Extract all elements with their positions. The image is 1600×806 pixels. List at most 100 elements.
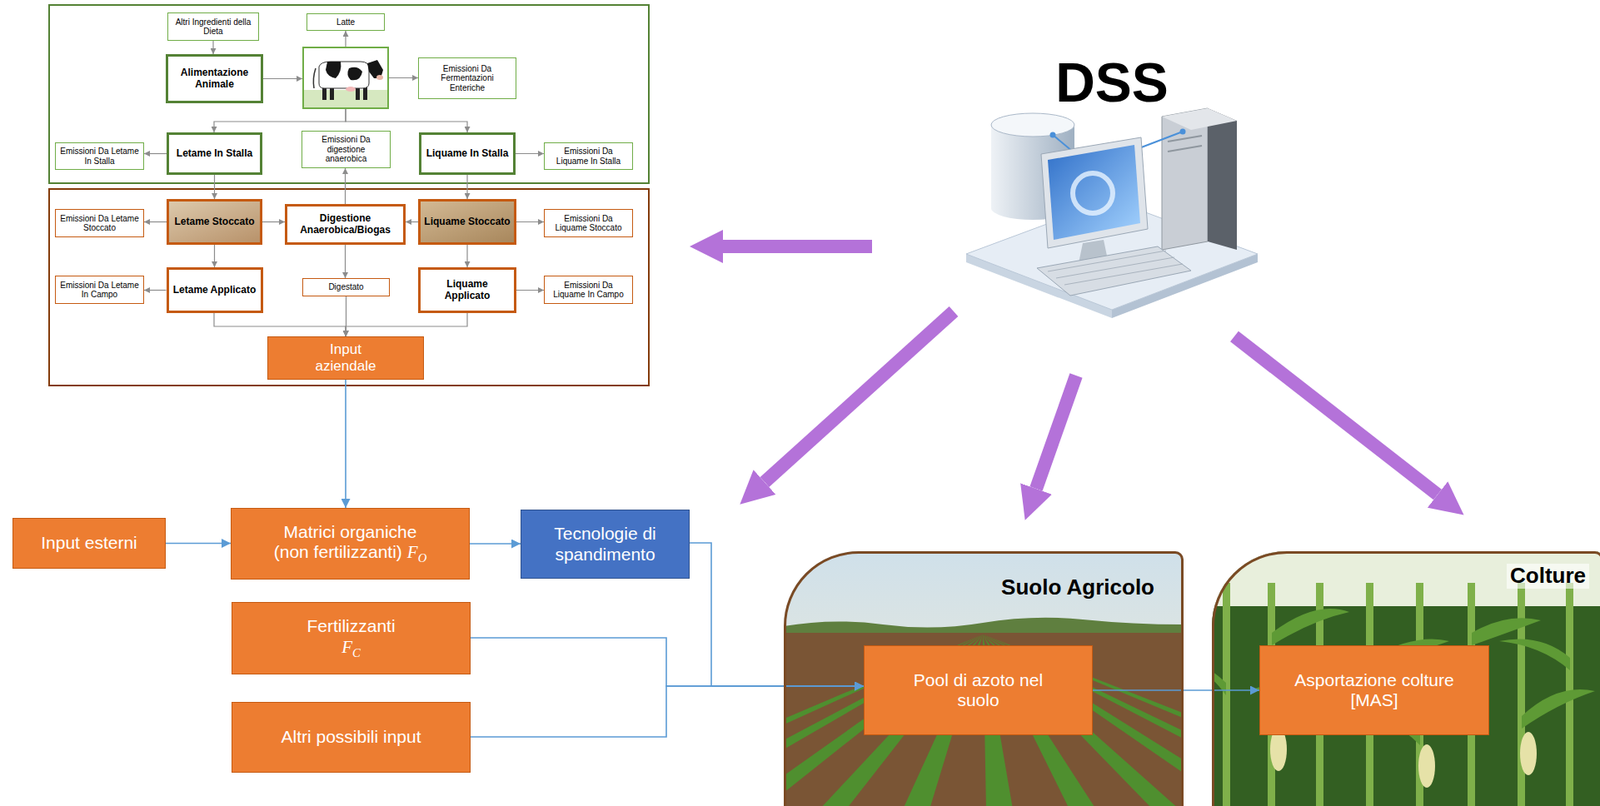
- stage-box: Letame Stoccato: [166, 199, 263, 245]
- cow-picture: [319, 61, 369, 89]
- flow-box: Emissioni Da Letame In Stalla: [54, 142, 145, 170]
- computer-illustration: [1050, 132, 1057, 139]
- connector: [214, 244, 215, 268]
- connector: [214, 174, 215, 200]
- input-box: Input aziendale: [267, 336, 424, 380]
- connector: [470, 686, 864, 738]
- process-box: Matrici organiche (non fertilizzanti)FO: [230, 508, 470, 580]
- node-text: F: [341, 637, 353, 658]
- node-text: Letame Stoccato: [174, 215, 255, 228]
- node-text: Tecnologie di spandimento: [553, 523, 657, 564]
- text-group: Input esterni: [29, 531, 150, 555]
- crop-picture: [1222, 583, 1231, 806]
- heading-label: DSS: [1055, 54, 1169, 110]
- text-group: Emissioni Da Liquame In Stalla: [544, 144, 633, 168]
- connector: [165, 543, 231, 545]
- connector: [466, 174, 468, 200]
- stage-box: Letame In Stalla: [166, 132, 263, 175]
- node-text: Input aziendale: [315, 341, 377, 374]
- connector: [469, 543, 521, 545]
- crop-picture: [1521, 689, 1596, 729]
- connector: [345, 313, 468, 337]
- node-text: O: [418, 551, 428, 565]
- node-text: Input esterni: [40, 533, 138, 553]
- connector: [214, 109, 346, 133]
- connector: [345, 109, 468, 133]
- node-text: Digestato: [328, 282, 364, 292]
- stage-box: Letame Applicato: [166, 267, 264, 314]
- computer-illustration: [991, 113, 1075, 137]
- node-text: Emissioni Da digestione anaerobica: [321, 134, 370, 164]
- node-text: Liquame Stoccato: [423, 215, 510, 228]
- node-text: Altri Ingredienti della Dieta: [175, 17, 252, 37]
- stage-box: Alimentazione Animale: [165, 54, 264, 104]
- connector: [466, 244, 468, 268]
- computer-illustration: [1161, 108, 1237, 130]
- technology-box: Tecnologie di spandimento: [520, 509, 690, 579]
- node-text: Altri possibili input: [280, 727, 421, 747]
- cow-picture: [304, 48, 388, 108]
- node-text: Emissioni Da Liquame In Stalla: [556, 146, 621, 166]
- text-group: Emissioni Da Letame Stoccato: [55, 212, 144, 235]
- node-text: Liquame Applicato: [444, 278, 491, 302]
- node-text: Alimentazione Animale: [180, 66, 249, 90]
- process-box: FertilizzantiFC: [231, 602, 471, 675]
- connector: [263, 78, 303, 80]
- cow-picture: [325, 61, 341, 79]
- stage-box: Liquame Stoccato: [418, 199, 517, 245]
- computer-illustration: [1064, 264, 1183, 285]
- crop-picture: [1499, 639, 1571, 672]
- node-text: Colture: [1510, 563, 1586, 589]
- flow-box: Digestato: [302, 278, 390, 297]
- field-picture: [783, 633, 1184, 806]
- cow-picture: [376, 74, 384, 80]
- text-group: Liquame In Stalla: [423, 146, 513, 162]
- cow-picture: [345, 86, 356, 92]
- node-text: Emissioni Da Liquame In Campo: [553, 280, 624, 300]
- node-text: F: [407, 542, 419, 563]
- node-text: Fertilizzanti: [306, 616, 395, 637]
- connector: [344, 30, 346, 47]
- node-text: C: [352, 646, 361, 660]
- connector: [344, 168, 346, 205]
- computer-illustration: [1047, 144, 1141, 240]
- crop-picture: [1271, 608, 1350, 646]
- dss-arrow: [1036, 375, 1077, 489]
- connector-group: [144, 30, 1260, 738]
- computer-illustration: [1056, 257, 1175, 279]
- node-text: Matrici organiche (non fertilizzanti): [274, 522, 418, 562]
- text-group: Pool di azoto nel suolo: [864, 668, 1092, 713]
- node-text: Emissioni Da Letame In Stalla: [59, 146, 139, 166]
- text-group: Latte: [333, 15, 359, 30]
- text-group: Liquame Applicato: [420, 277, 514, 305]
- text-group: Asportazione colture [MAS]: [1260, 668, 1489, 713]
- connector: [388, 77, 419, 79]
- text-group: Colture: [1506, 563, 1590, 589]
- text-group: Suolo Agricolo: [997, 575, 1158, 601]
- flow-box: Emissioni Da Liquame In Campo: [543, 275, 634, 305]
- image-panel: Suolo AgricoloPool di azoto nel suolo: [783, 551, 1184, 806]
- crop-picture: [1418, 744, 1436, 788]
- dss-arrow: [764, 311, 954, 483]
- connector: [405, 221, 419, 223]
- field-picture: [783, 551, 1184, 806]
- crop-picture: [1520, 732, 1537, 776]
- process-box: Input esterni: [12, 518, 166, 569]
- dss-arrow: [722, 239, 873, 254]
- cow-picture: [313, 68, 316, 89]
- stage-box: Digestione Anaerobica/Biogas: [284, 204, 406, 245]
- node-text: Digestione Anaerobica/Biogas: [299, 212, 391, 236]
- stage-box: Liquame Applicato: [418, 267, 517, 314]
- text-group: Emissioni Da digestione anaerobica: [302, 133, 390, 166]
- computer-illustration: [1167, 145, 1202, 152]
- node-text: Latte: [336, 17, 355, 27]
- text-group: Emissioni Da Fermentazioni Enteriche: [418, 62, 516, 95]
- flow-box: Emissioni Da digestione anaerobica: [301, 130, 391, 169]
- text-group: Altri possibili input: [269, 725, 433, 749]
- crop-picture: [1211, 551, 1600, 806]
- node-text: Liquame In Stalla: [426, 147, 509, 160]
- flow-box: Altri Ingredienti della Dieta: [167, 12, 260, 41]
- connector: [689, 543, 864, 687]
- diagram-frame: [49, 189, 649, 386]
